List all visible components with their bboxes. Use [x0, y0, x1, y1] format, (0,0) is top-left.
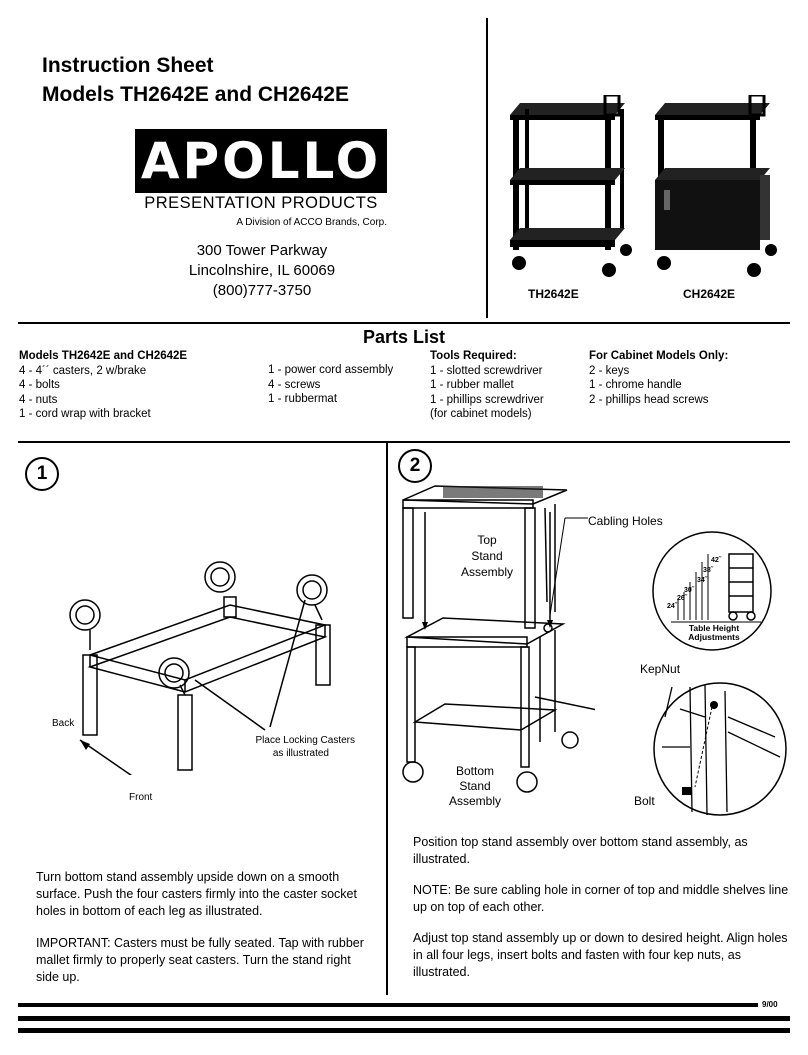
step-2-para-1: Position top stand assembly over bottom … [413, 835, 748, 866]
title-line2: Models TH2642E and CH2642E [42, 83, 349, 106]
address-line1: 300 Tower Parkway [196, 242, 328, 259]
step-2-para-2: NOTE: Be sure cabling hole in corner of … [413, 883, 789, 914]
stand-assembly-illustration [402, 485, 595, 793]
steps-divider [386, 443, 388, 995]
parts-col-1: Models TH2642E and CH2642E 4 - 4´´ caste… [19, 349, 187, 422]
tools-required-head: Tools Required: [430, 350, 517, 362]
label-bottom-1: Bottom [455, 764, 494, 778]
phone-number: (800)777-3750 [212, 282, 312, 299]
label-bottom-2: Stand [459, 779, 491, 793]
apollo-logo: APOLLO [135, 129, 387, 193]
footer-rule-1 [18, 1003, 758, 1007]
list-item: 1 - rubbermat [268, 393, 338, 405]
table-height-label-1: Table Height [688, 623, 740, 633]
label-bottom-3: Assembly [448, 794, 501, 808]
label-back: Back [52, 718, 75, 729]
label-top-1: Top [477, 533, 497, 547]
parts-top-rule [18, 322, 790, 324]
height-30: 30˝ [684, 587, 695, 594]
address-line2: Lincolnshire, IL 60069 [188, 262, 336, 279]
height-26: 26˝ [677, 595, 688, 602]
step-2-number: 2 [398, 449, 432, 483]
cart-ch2642e-illustration [655, 95, 777, 277]
list-item: 1 - slotted screwdriver [430, 364, 543, 377]
model-label-th2642e: TH2642E [528, 287, 579, 301]
label-cabling-holes: Cabling Holes [588, 514, 663, 528]
footer-rule-2 [18, 1016, 790, 1021]
cabling-pointer [549, 517, 588, 616]
label-top-3: Assembly [460, 565, 513, 579]
list-item: (for cabinet models) [430, 408, 532, 420]
parts-col-4: For Cabinet Models Only: 2 - keys 1 - ch… [589, 349, 728, 407]
list-item: 1 - chrome handle [589, 379, 682, 391]
list-item: 4 - nuts [19, 393, 58, 406]
model-label-ch2642e: CH2642E [683, 287, 736, 301]
step-1-para-1: Turn bottom stand assembly upside down o… [36, 870, 357, 918]
parts-col1-head: Models TH2642E and CH2642E [19, 350, 188, 362]
label-front: Front [129, 792, 153, 803]
list-item: 1 - power cord assembly [268, 364, 394, 376]
height-38: 38˝ [703, 567, 714, 574]
cabinet-models-head: For Cabinet Models Only: [589, 350, 729, 362]
height-42: 42˝ [711, 557, 722, 564]
header-divider [486, 18, 488, 318]
step-1-number: 1 [25, 457, 59, 491]
height-34: 34˝ [697, 577, 708, 584]
list-item: 2 - keys [589, 364, 630, 377]
division-text: A Division of ACCO Brands, Corp. [236, 217, 387, 228]
step-2-para-3: Adjust top stand assembly up or down to … [413, 931, 788, 979]
parts-col-3: Tools Required: 1 - slotted screwdriver … [430, 349, 544, 422]
footer-date: 9/00 [762, 1000, 778, 1009]
kepnut-detail-diagram [653, 682, 787, 816]
label-bolt: Bolt [634, 794, 655, 808]
label-casters-2: as illustrated [272, 748, 329, 759]
height-24: 24˝ [667, 603, 678, 610]
cart-th2642e-illustration [510, 95, 632, 277]
label-kepnut: KepNut [640, 662, 681, 676]
list-item: 2 - phillips head screws [589, 393, 709, 406]
list-item: 1 - cord wrap with bracket [19, 408, 151, 420]
table-height-label-2: Adjustments [688, 632, 740, 642]
title-line1: Instruction Sheet [42, 54, 214, 77]
list-item: 4 - screws [268, 378, 321, 391]
step-1-para-2: IMPORTANT: Casters must be fully seated.… [36, 936, 364, 984]
parts-list-title: Parts List [362, 327, 446, 347]
label-top-2: Stand [471, 549, 503, 563]
table-height-diagram [652, 531, 772, 651]
parts-col-2: 1 - power cord assembly 4 - screws 1 - r… [268, 363, 393, 407]
list-item: 1 - rubber mallet [430, 379, 514, 391]
list-item: 4 - 4´´ casters, 2 w/brake [19, 364, 147, 377]
parts-bottom-rule [18, 441, 790, 443]
label-casters-1: Place Locking Casters [255, 735, 356, 746]
logo-tagline: PRESENTATION PRODUCTS [144, 194, 378, 212]
footer-rule-3 [18, 1028, 790, 1033]
bottom-stand-casters-illustration [69, 561, 331, 775]
list-item: 1 - phillips screwdriver [430, 393, 544, 406]
list-item: 4 - bolts [19, 379, 60, 391]
